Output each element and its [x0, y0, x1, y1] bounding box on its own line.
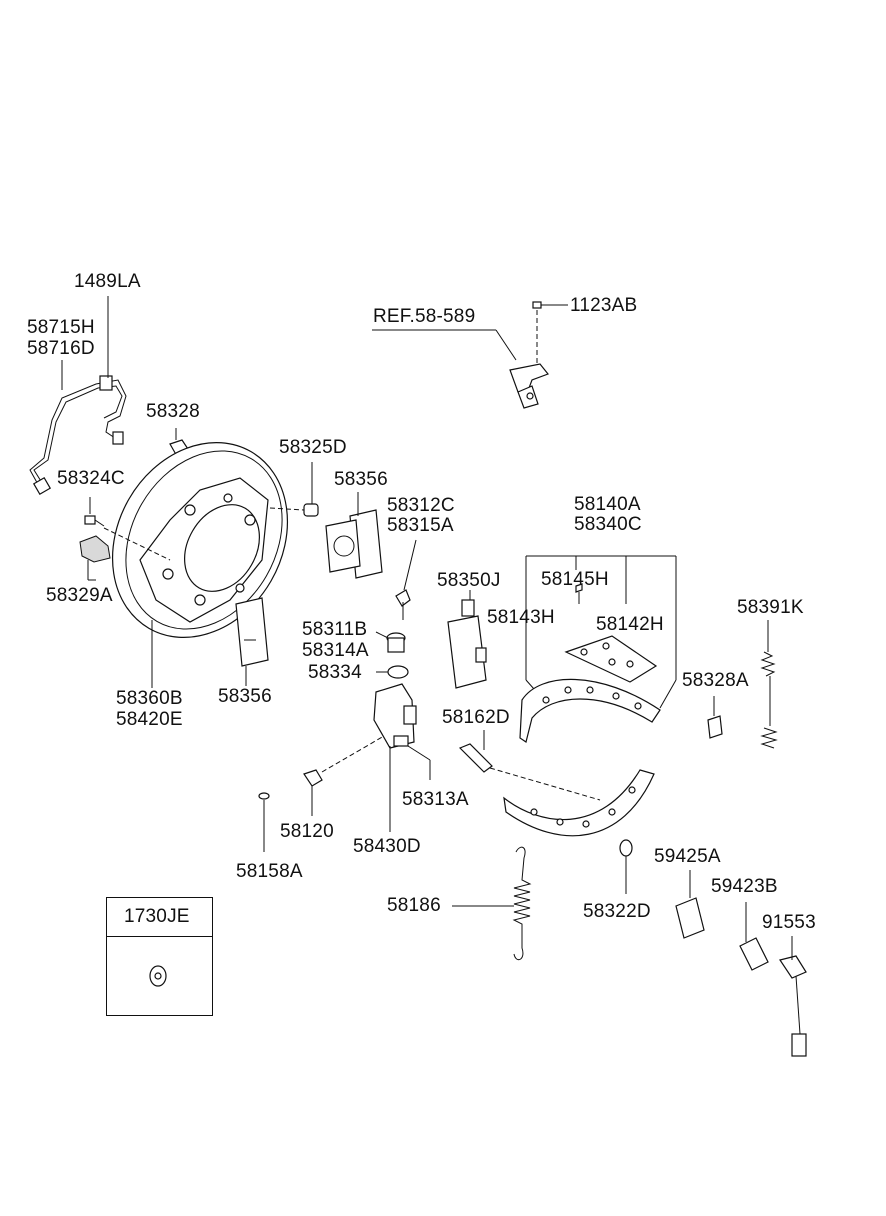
bracket-ref-drawing	[372, 301, 568, 409]
callout-58322D: 58322D	[583, 901, 651, 922]
callout-58142H: 58142H	[596, 614, 664, 635]
callout-58315A: 58315A	[387, 515, 454, 536]
callout-58162D: 58162D	[442, 707, 510, 728]
adjuster-58162D-drawing	[458, 730, 493, 773]
callout-58158A: 58158A	[236, 861, 303, 882]
pad-58329A-drawing	[79, 535, 111, 581]
callout-58325D: 58325D	[279, 437, 347, 458]
legend-head	[107, 898, 212, 937]
callout-1123AB: 1123AB	[570, 295, 638, 316]
wheel-cylinder-58350J-drawing	[447, 590, 487, 689]
backing-plate-drawing	[111, 442, 289, 638]
callout-58328A: 58328A	[682, 670, 749, 691]
screw-58312C-drawing	[395, 539, 417, 620]
callout-58186: 58186	[387, 895, 441, 916]
callout-58120: 58120	[280, 821, 334, 842]
callout-58350J: 58350J	[437, 570, 501, 591]
cap-58158A-drawing	[258, 792, 270, 852]
callout-1489LA: 1489LA	[74, 271, 141, 292]
callout-58312C: 58312C	[387, 495, 455, 516]
sensor-group-drawing	[675, 870, 807, 1057]
callout-58145H: 58145H	[541, 569, 609, 590]
bleeder-group-drawing	[375, 631, 409, 679]
bolt-58324C-drawing	[84, 497, 105, 527]
callout-58329A: 58329A	[46, 585, 113, 606]
callout-58430D: 58430D	[353, 836, 421, 857]
callout-58715H: 58715H	[27, 317, 95, 338]
gasket-58356-top-drawing	[325, 492, 383, 579]
callout-58360B: 58360B	[116, 688, 183, 709]
callout-58356-top: 58356	[334, 469, 388, 490]
spring-58186-drawing	[452, 846, 532, 961]
callout-58314A: 58314A	[302, 640, 369, 661]
brake-tube-drawing	[29, 375, 127, 496]
callout-59423B: 59423B	[711, 876, 778, 897]
callout-58313A: 58313A	[402, 789, 469, 810]
legend-box	[106, 897, 213, 1016]
callout-58391K: 58391K	[737, 597, 804, 618]
wheel-cylinder-58430D-drawing	[321, 683, 431, 832]
callout-58140A: 58140A	[574, 494, 641, 515]
callout-59425A: 59425A	[654, 846, 721, 867]
callout-58334: 58334	[308, 662, 362, 683]
nut-1730JE-drawing	[149, 965, 167, 987]
nut-58120-drawing	[303, 769, 323, 816]
callout-58340C: 58340C	[574, 514, 642, 535]
callout-58420E: 58420E	[116, 709, 183, 730]
callout-91553: 91553	[762, 912, 816, 933]
clip-58328A-drawing	[707, 696, 723, 739]
callout-1730JE: 1730JE	[124, 906, 190, 927]
callout-58328: 58328	[146, 401, 200, 422]
callout-58716D: 58716D	[27, 338, 95, 359]
callout-58324C: 58324C	[57, 468, 125, 489]
callout-58143H: 58143H	[487, 607, 555, 628]
spring-58391K-drawing	[760, 620, 778, 749]
bolt-58325D-drawing	[269, 462, 319, 517]
gasket-58356-bottom-drawing	[235, 597, 269, 686]
callout-ref-58-589: REF.58-589	[373, 306, 476, 327]
callout-58311B: 58311B	[302, 619, 368, 640]
callout-58356-bottom: 58356	[218, 686, 272, 707]
brake-shoes-drawing	[489, 555, 677, 837]
washer-58322D-drawing	[619, 839, 633, 894]
